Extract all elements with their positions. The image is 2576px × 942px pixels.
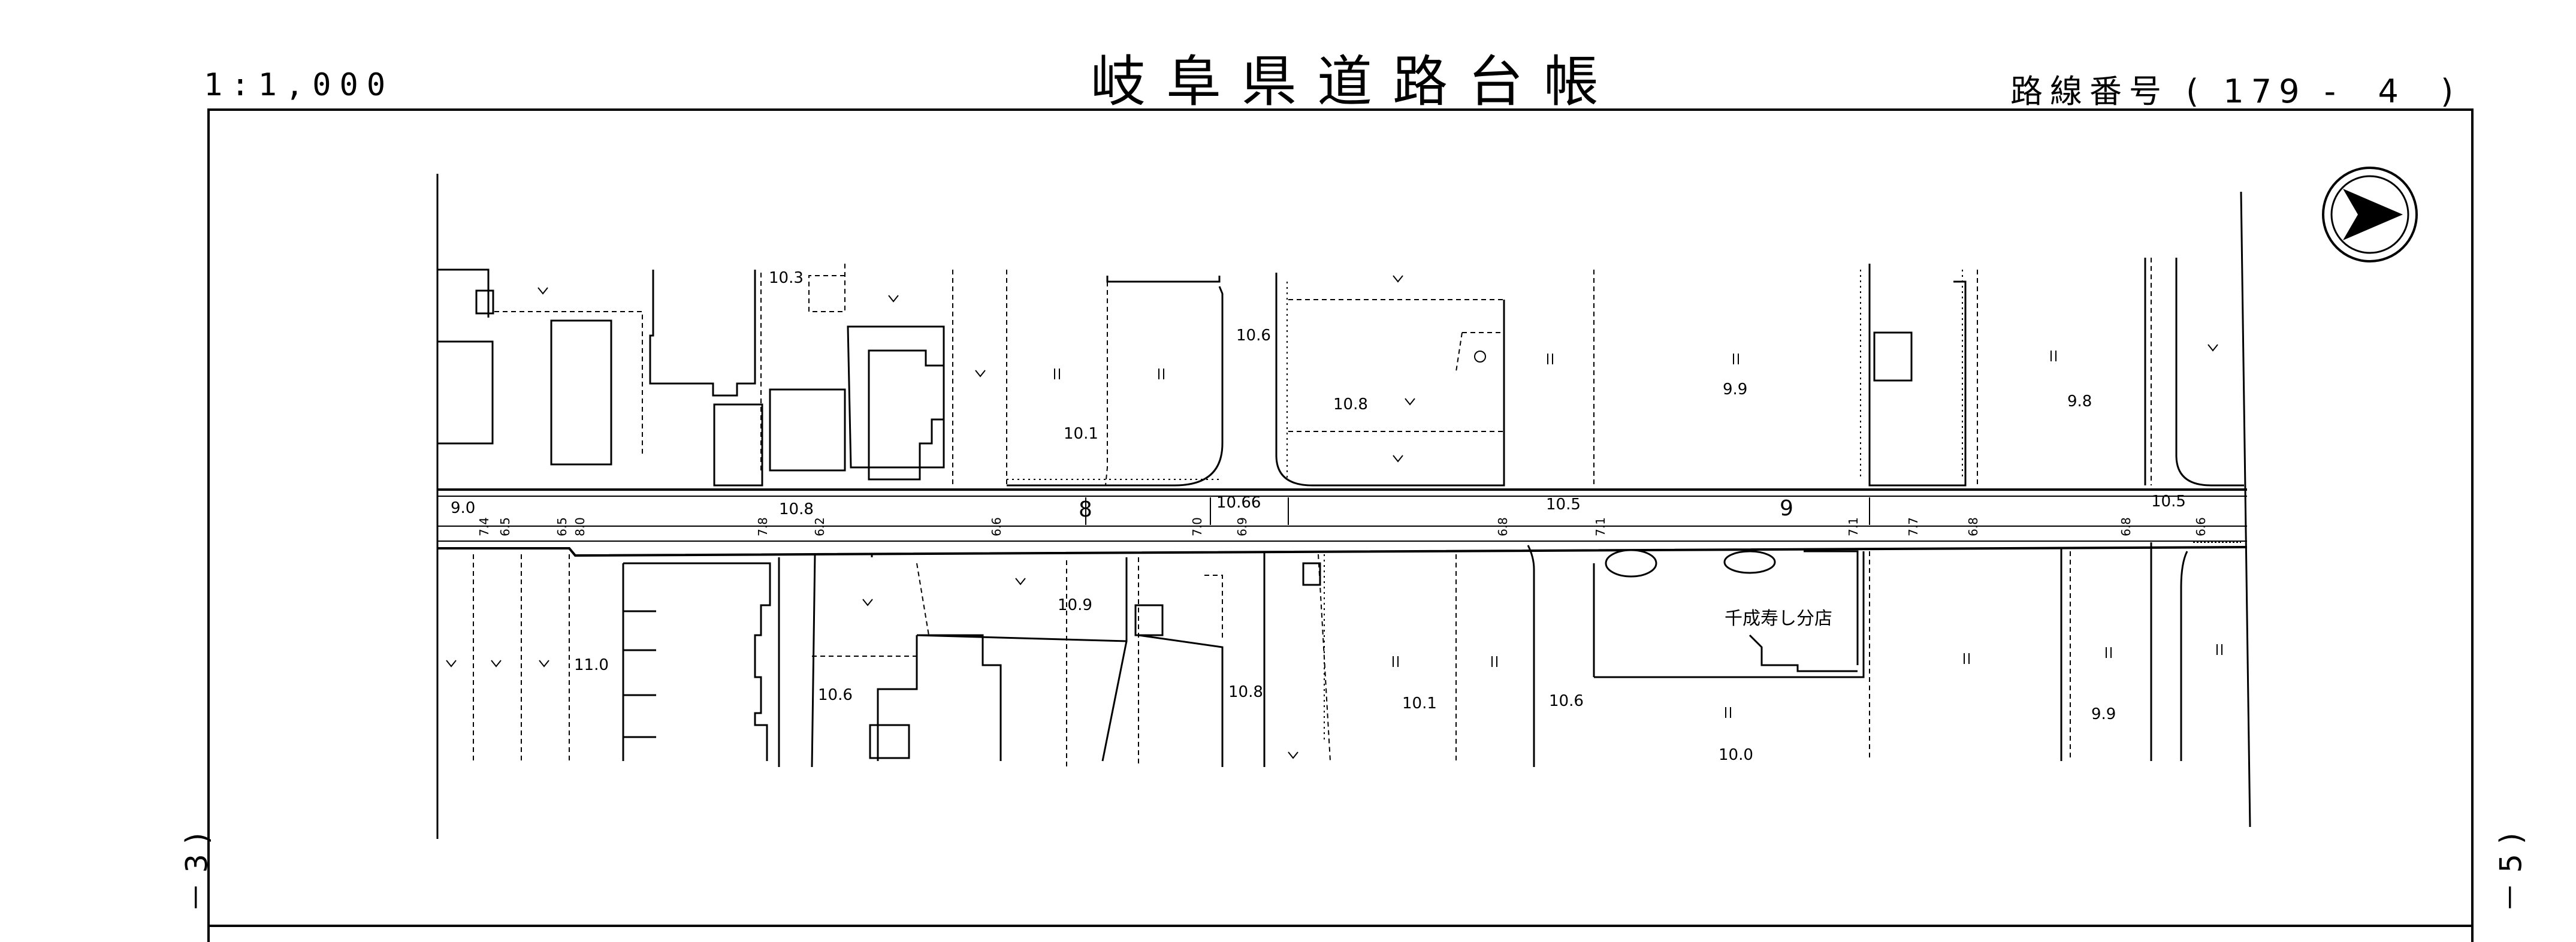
- road-width-label: 8: [1079, 497, 1092, 522]
- elevation-label: 9.8: [2067, 393, 2092, 410]
- elevation-label: 10.8: [779, 500, 814, 518]
- elevation-label: 10.1: [1402, 695, 1437, 712]
- road-station-ticks: [1085, 497, 1870, 525]
- width-label: 6.8: [1966, 517, 1980, 536]
- width-label: 6.8: [2119, 517, 2133, 536]
- map-scale: 1:1,000: [204, 67, 394, 103]
- elevation-labels: 10.3 10.6 10.1 10.8 9.9 9.8 10.66 10.5 1…: [451, 269, 2186, 764]
- width-label: 7.1: [1846, 517, 1861, 536]
- route-number: 路線番号 ( 179 - 4 ): [2010, 65, 2460, 112]
- width-dimension-labels: 7.4 6.5 6.5 8.0 7.8 6.2 6.6 7.0 6.9 6.8 …: [477, 517, 2208, 536]
- shop-label: 千成寿し分店: [1725, 608, 1832, 629]
- width-label: 6.2: [813, 517, 827, 536]
- elevation-label: 10.0: [1719, 746, 1753, 764]
- elevation-label: 10.3: [769, 269, 804, 287]
- width-label: 6.8: [1496, 517, 1510, 536]
- width-label: 7.8: [756, 517, 770, 536]
- road-width-label: 9: [1780, 496, 1793, 521]
- fence-hatching: [1007, 270, 2241, 743]
- width-label: 6.5: [555, 517, 569, 536]
- elevation-label: 10.1: [1064, 425, 1098, 443]
- elevation-label: 10.6: [818, 686, 853, 704]
- width-label: 6.6: [2194, 517, 2208, 536]
- south-parcel-dotted: [473, 551, 2071, 767]
- elevation-label: 10.6: [1549, 692, 1584, 710]
- elevation-label: 9.9: [1723, 381, 1747, 398]
- south-side-parcels: [622, 542, 2188, 768]
- shrub-symbols: [1605, 549, 1776, 578]
- width-label: 6.9: [1235, 517, 1249, 536]
- route-number-label: 路線番号: [2010, 73, 2169, 110]
- road-width-labels: 8 9: [1079, 496, 1793, 522]
- page-title: 岐阜県道路台帳: [1091, 50, 1620, 114]
- width-label: 7.4: [477, 517, 491, 536]
- north-side-parcels: [436, 258, 2244, 487]
- elevation-label: 9.0: [451, 499, 475, 517]
- elevation-label: 10.6: [1236, 327, 1271, 345]
- road-inner-lines: [437, 496, 2247, 542]
- route-number-value: ( 179 - 4 ): [2186, 73, 2461, 110]
- elevation-label: 10.66: [1216, 494, 1261, 512]
- width-label: 7.7: [1906, 517, 1920, 536]
- width-label: 7.1: [1593, 517, 1608, 536]
- elevation-label: 10.8: [1333, 395, 1368, 413]
- width-label: 6.5: [498, 517, 512, 536]
- road-edges: [437, 488, 2248, 557]
- elevation-label: 10.5: [2151, 493, 2186, 511]
- width-label: 7.0: [1190, 517, 1204, 536]
- elevation-label: 9.9: [2091, 705, 2116, 723]
- elevation-label: 10.8: [1228, 683, 1263, 701]
- width-label: 6.6: [989, 517, 1004, 536]
- drawing-extent-lines: [436, 174, 2251, 839]
- elevation-label: 10.9: [1058, 596, 1092, 614]
- north-parcel-dotted: [494, 258, 2152, 486]
- elevation-label: 11.0: [574, 656, 609, 674]
- land-use-symbols: [446, 275, 2222, 759]
- width-label: 8.0: [573, 517, 587, 536]
- north-arrow-icon: [2322, 167, 2418, 262]
- map-frame: [207, 108, 2474, 942]
- elevation-label: 10.5: [1546, 496, 1581, 514]
